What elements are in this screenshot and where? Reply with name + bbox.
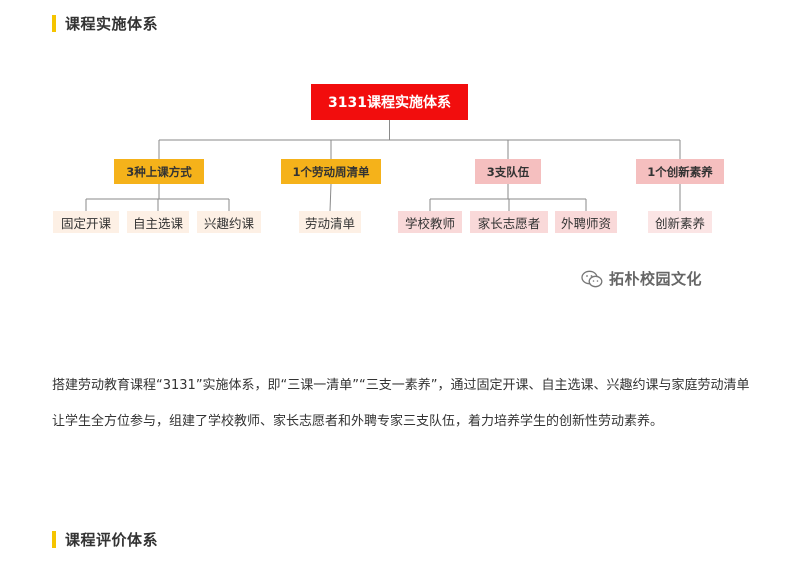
section-title: 课程评价体系 — [65, 530, 159, 549]
heading-accent-bar — [52, 14, 56, 32]
watermark-text: 拓朴校园文化 — [609, 270, 703, 288]
diagram-leaf-node: 固定开课 — [53, 211, 119, 233]
diagram-leaf-node: 外聘师资 — [555, 211, 617, 233]
diagram-leaf-node: 学校教师 — [398, 211, 462, 233]
diagram-group-node: 3支队伍 — [475, 159, 541, 184]
section-title: 课程实施体系 — [65, 14, 159, 33]
heading-accent-bar — [52, 530, 56, 548]
diagram-group-node: 1个劳动周清单 — [281, 159, 381, 184]
diagram-leaf-node: 自主选课 — [127, 211, 189, 233]
section-heading-implementation: 课程实施体系 — [52, 13, 158, 33]
diagram-group-node: 3种上课方式 — [114, 159, 204, 184]
diagram-leaf-node: 家长志愿者 — [470, 211, 548, 233]
connector-group-stem — [329, 183, 332, 212]
wechat-icon — [581, 270, 603, 287]
section-heading-evaluation: 课程评价体系 — [52, 529, 158, 549]
diagram-leaf-node: 兴趣约课 — [197, 211, 261, 233]
org-chart-diagram — [85, 120, 681, 212]
diagram-leaf-node: 创新素养 — [648, 211, 712, 233]
watermark: 拓朴校园文化 — [581, 268, 702, 289]
description-paragraph: 搭建劳动教育课程“3131”实施体系，即“三课一清单”“三支一素养”，通过固定开… — [52, 378, 750, 429]
diagram-group-node: 1个创新素养 — [636, 159, 724, 184]
diagram-root-node: 3131课程实施体系 — [311, 84, 468, 120]
diagram-leaf-node: 劳动清单 — [299, 211, 361, 233]
